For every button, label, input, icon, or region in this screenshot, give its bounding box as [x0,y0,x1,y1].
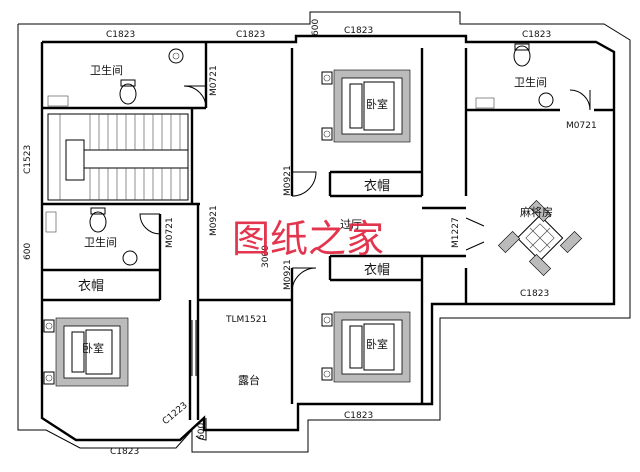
watermark: 图纸之家 [232,217,384,261]
beds [43,69,411,387]
dimension-labels: C1823 C1823 C1823 C1823 600 C1823 C1823 … [23,19,597,457]
room-labels: 卫生间 卫生间 卫生间 衣帽 衣帽 衣帽 卧室 卧室 卧室 过厅 麻将房 露台 [78,63,553,387]
label-terrace: 露台 [238,373,260,387]
dim-m0921-a: M0921 [209,205,219,236]
dim-m0921-c: M0921 [283,259,293,290]
dim-tlm1521: TLM1521 [225,315,267,325]
bed-mid-top-icon [321,69,411,143]
bathroom-fixtures [45,43,554,266]
dim-top-c1823-c: C1823 [344,26,373,36]
label-bedroom-left: 卧室 [82,341,104,355]
bed-left-icon [43,317,129,387]
dim-top-600: 600 [311,19,321,36]
dim-m0721-c: M0721 [566,121,597,131]
dim-top-c1823-d: C1823 [522,30,551,40]
door-swings [139,85,591,441]
label-wardrobe-mid-top: 衣帽 [364,178,390,194]
dim-m0921-b: M0921 [283,165,293,196]
dim-bottom-c1823-left: C1823 [110,447,139,457]
bed-mid-bot-icon [321,311,411,383]
dim-top-c1823-b: C1823 [236,30,265,40]
label-mahjong: 麻将房 [520,205,553,219]
label-bedroom-mid-top: 卧室 [366,97,388,111]
label-bath-right: 卫生间 [514,75,547,89]
dim-c1223: C1223 [161,401,190,427]
label-wardrobe-left: 衣帽 [78,278,104,294]
dim-left-600: 600 [23,243,33,260]
dim-bottom-600: 600 [197,423,207,440]
label-hall: 过厅 [340,218,362,231]
label-bath-left-top: 卫生间 [90,63,123,77]
mahjong-table-icon [497,199,583,277]
dim-m0721-a: M0721 [209,65,219,96]
interior-walls [42,42,614,420]
dim-m1227: M1227 [451,217,461,248]
staircase [47,113,189,201]
dim-right-c1823: C1823 [520,289,549,299]
dim-m0721-b: M0721 [165,217,175,248]
dim-c1523: C1523 [23,145,33,174]
dim-v3000: 3000 [261,245,271,268]
outer-walls [17,11,631,453]
label-bedroom-mid-bot: 卧室 [366,337,388,351]
label-wardrobe-mid-bot: 衣帽 [364,262,390,278]
label-bath-left-mid: 卫生间 [84,235,117,249]
dim-top-c1823-a: C1823 [106,30,135,40]
dim-bottom-c1823-mid: C1823 [344,411,373,421]
